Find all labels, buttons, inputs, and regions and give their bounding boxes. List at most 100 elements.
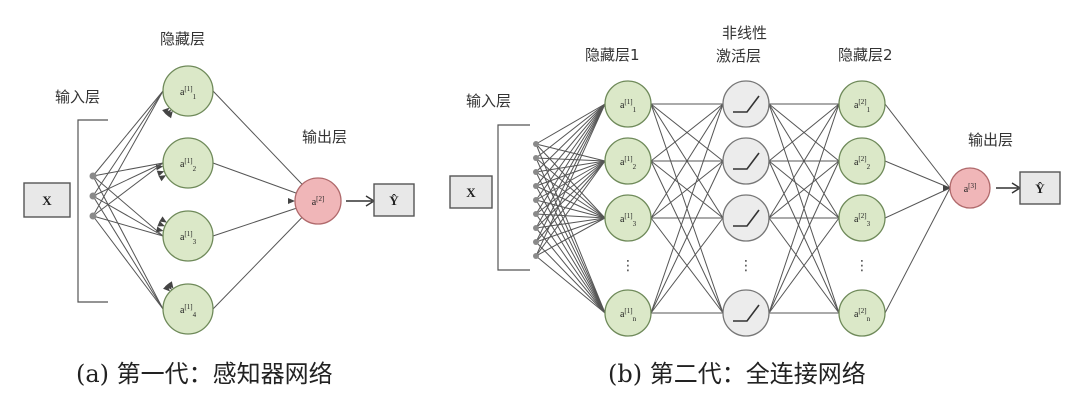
panel-b-activation-ellipsis: ⋮ [739,258,753,274]
edge-arrowhead [159,216,167,223]
edge-input-hidden1 [535,160,606,243]
output-node-circle [949,167,991,209]
edge-input-hidden1 [535,217,606,229]
relu-icon [733,209,760,227]
panel-b-hidden2-ellipsis: ⋮ [855,258,869,274]
panel-b-hidden-layer-2: a[2]1a[2]2a[2]3a[2]n [838,80,886,337]
edge-input-hidden [92,162,164,197]
panel-b-input-label: 输入层 [466,92,511,110]
hidden-node-label: a[1]1 [180,85,197,101]
edge-arrowhead [163,284,171,292]
edge-input-hidden [92,90,164,197]
panel-b: 隐藏层1 非线性 激活层 隐藏层2 输入层 输出层 X a[1]1a[1]2a[… [449,24,1061,388]
edge-activation-hidden2 [768,160,840,314]
edge-input-hidden1 [535,103,606,159]
hidden1-node [604,80,652,128]
panel-b-hidden1-label: 隐藏层1 [585,46,640,64]
panel-a-caption: (a) 第一代：感知器网络 [76,360,333,388]
edge-input-hidden [92,175,164,310]
edge-arrowhead [943,185,950,191]
panel-b-output-box-text: Ŷ [1035,181,1045,196]
edge-input-hidden1 [535,241,606,314]
panel-a-output-label: 输出层 [302,128,347,146]
panel-a-edges [92,90,319,310]
hidden2-node-label: a[2]2 [854,155,871,171]
panel-a-output-box-text: Ŷ [389,193,399,208]
panel-a-input-label: 输入层 [55,88,100,106]
edge-activation-hidden2 [768,160,840,219]
edge-arrowhead [166,110,173,119]
hidden-node-label: a[1]2 [180,157,197,173]
edge-input-hidden1 [535,103,606,257]
edge-hidden-output [212,90,319,202]
edge-hidden2-output [884,187,951,314]
edge-input-hidden1 [535,160,606,229]
edge-input-hidden [92,215,164,237]
input-dot [89,172,97,180]
edge-input-hidden1 [535,160,606,257]
edge-hidden1-activation [650,103,724,219]
edge-arrowhead [156,226,164,233]
panel-b-activation-label-line1: 非线性 [722,24,767,42]
hidden-node [162,210,214,262]
input-dot [533,141,539,147]
hidden1-node-label: a[1]2 [620,155,637,171]
panel-a-input-dots [89,172,97,220]
edge-input-hidden1 [535,217,606,243]
edge-hidden1-activation [650,103,724,314]
activation-node [722,137,770,185]
edge-hidden2-output [884,187,951,219]
panel-b-input-box [449,175,493,209]
activation-node [722,194,770,242]
hidden2-node [838,289,886,337]
input-dot [89,192,97,200]
relu-icon [733,152,760,170]
edge-arrowhead [157,220,165,227]
panel-b-activation-label-line2: 激活层 [716,47,761,65]
edge-arrowhead [165,282,172,290]
panel-a-output-box [373,183,415,217]
edge-input-hidden1 [535,217,606,257]
input-dot [533,239,539,245]
edge-hidden-output [212,200,319,310]
panel-a-output-node: a[2] [294,177,342,225]
hidden1-node-label: a[1]1 [620,98,637,114]
edge-input-hidden [92,162,164,217]
panel-a-input-box [23,182,71,218]
hidden1-node [604,289,652,337]
edge-arrowhead [156,170,165,177]
hidden2-node [838,80,886,128]
edge-hidden1-activation [650,160,724,314]
edge-input-hidden1 [535,103,606,243]
input-dot [533,197,539,203]
edge-hidden1-activation [650,160,724,219]
edge-input-hidden1 [535,255,606,314]
edge-input-hidden1 [535,213,606,219]
edge-input-hidden1 [535,103,606,215]
edge-input-hidden1 [535,185,606,314]
input-dot [533,225,539,231]
edge-input-hidden [92,195,164,310]
hidden-node [162,65,214,117]
edge-input-hidden [92,195,164,237]
output-node-label: a[2] [312,195,325,208]
hidden1-node [604,137,652,185]
hidden2-node-label: a[2]n [854,307,871,323]
panel-b-hidden1-ellipsis: ⋮ [621,258,635,274]
hidden1-node-label: a[1]n [620,307,637,323]
input-dot [533,211,539,217]
edge-arrowhead [164,109,172,117]
edge-input-hidden1 [535,103,606,187]
edge-arrowhead [288,198,295,204]
hidden1-node [604,194,652,242]
panel-b-hidden-layer-1: a[1]1a[1]2a[1]3a[1]n [604,80,652,337]
edge-input-hidden [92,90,164,177]
panel-b-input-dots [533,141,539,259]
edge-activation-hidden2 [768,217,840,314]
edge-hidden1-activation [650,103,724,162]
panel-b-input-box-text: X [466,185,476,200]
edge-input-hidden [92,215,164,310]
input-dot [533,253,539,259]
edge-input-hidden1 [535,103,606,229]
edge-input-hidden [92,175,164,237]
